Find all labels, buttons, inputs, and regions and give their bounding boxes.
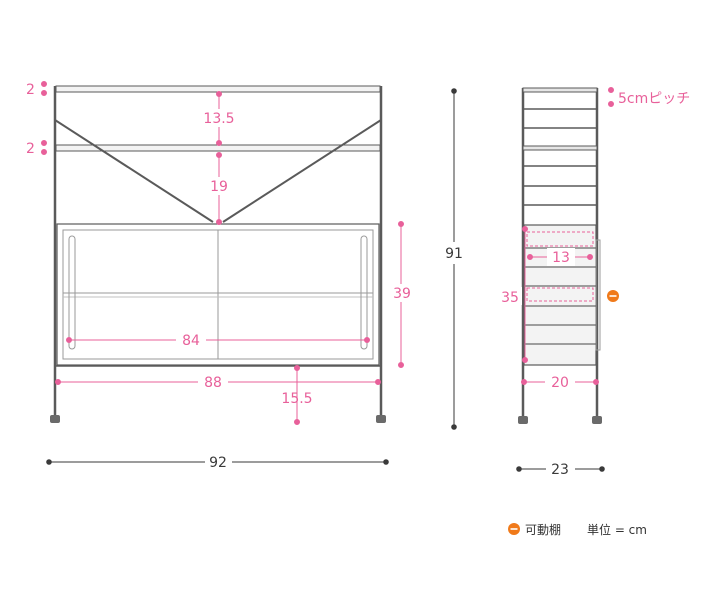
side-top-shelf	[522, 87, 598, 93]
legend-unit-label: 単位 = cm	[587, 522, 647, 537]
pitch-slots	[523, 108, 597, 206]
dim-dot	[216, 140, 222, 146]
overall-width-dim	[46, 459, 389, 465]
dim-dot	[398, 221, 404, 227]
dim-dot	[522, 357, 528, 363]
dim-dot	[593, 379, 599, 385]
dim-dot	[294, 419, 300, 425]
dim-label-side-cabinet-height: 35	[501, 290, 519, 306]
dim-label-overall-depth: 23	[551, 462, 569, 478]
dim-dot	[41, 140, 47, 146]
right-foot	[376, 415, 386, 423]
left-foot	[50, 415, 60, 423]
dim-label-overall-width: 92	[209, 455, 227, 471]
dim-dot	[522, 226, 528, 232]
dim-label-inner-width: 84	[182, 333, 200, 349]
side-cabinet-handle	[595, 239, 601, 351]
movable-shelf-outlines	[526, 231, 594, 302]
dim-dot	[521, 379, 527, 385]
dim-label-cabinet-height: 39	[393, 286, 411, 302]
dim-dot	[527, 254, 533, 260]
side-dimensions	[521, 87, 614, 385]
dim-dot	[55, 379, 61, 385]
top-shelf	[55, 85, 381, 93]
front-view	[50, 85, 386, 423]
dim-dot	[216, 152, 222, 158]
legend-movable-shelf-icon	[508, 523, 520, 535]
dim-label-thickness-top: 2	[26, 82, 35, 98]
dim-dot	[216, 91, 222, 97]
dim-dot	[294, 365, 300, 371]
dim-dot	[364, 337, 370, 343]
dim-label-leg-height: 15.5	[281, 391, 312, 407]
door-handle-right	[360, 235, 368, 350]
side-back-foot	[592, 416, 602, 424]
dim-dot	[375, 379, 381, 385]
side-second-shelf	[522, 145, 598, 151]
dim-label-pitch: 5cmピッチ	[618, 91, 690, 107]
dim-label-outer-width: 88	[204, 375, 222, 391]
dim-dot	[216, 219, 222, 225]
dim-label-inner-depth: 20	[551, 375, 569, 391]
dim-label-gap-cross: 19	[210, 179, 228, 195]
movable-shelf-icon	[607, 290, 619, 302]
dim-dot	[41, 90, 47, 96]
cross-brace-left	[54, 119, 214, 223]
overall-height-dim	[451, 88, 457, 430]
dim-dot	[41, 149, 47, 155]
dim-label-overall-height: 91	[445, 246, 463, 262]
dim-dot	[66, 337, 72, 343]
dim-dot	[587, 254, 593, 260]
dim-dot	[608, 101, 614, 107]
side-front-foot	[518, 416, 528, 424]
cross-brace-right	[222, 119, 382, 223]
dim-label-thickness-second: 2	[26, 141, 35, 157]
second-shelf	[55, 144, 381, 152]
overall-depth-dim	[516, 466, 605, 472]
legend-movable-shelf-label: 可動棚	[525, 522, 561, 537]
dim-dot	[41, 81, 47, 87]
door-handle-left	[68, 235, 76, 350]
dim-label-inner-depth-top: 13	[552, 250, 570, 266]
dim-dot	[608, 87, 614, 93]
dim-dot	[398, 362, 404, 368]
dim-label-gap-top: 13.5	[203, 111, 234, 127]
